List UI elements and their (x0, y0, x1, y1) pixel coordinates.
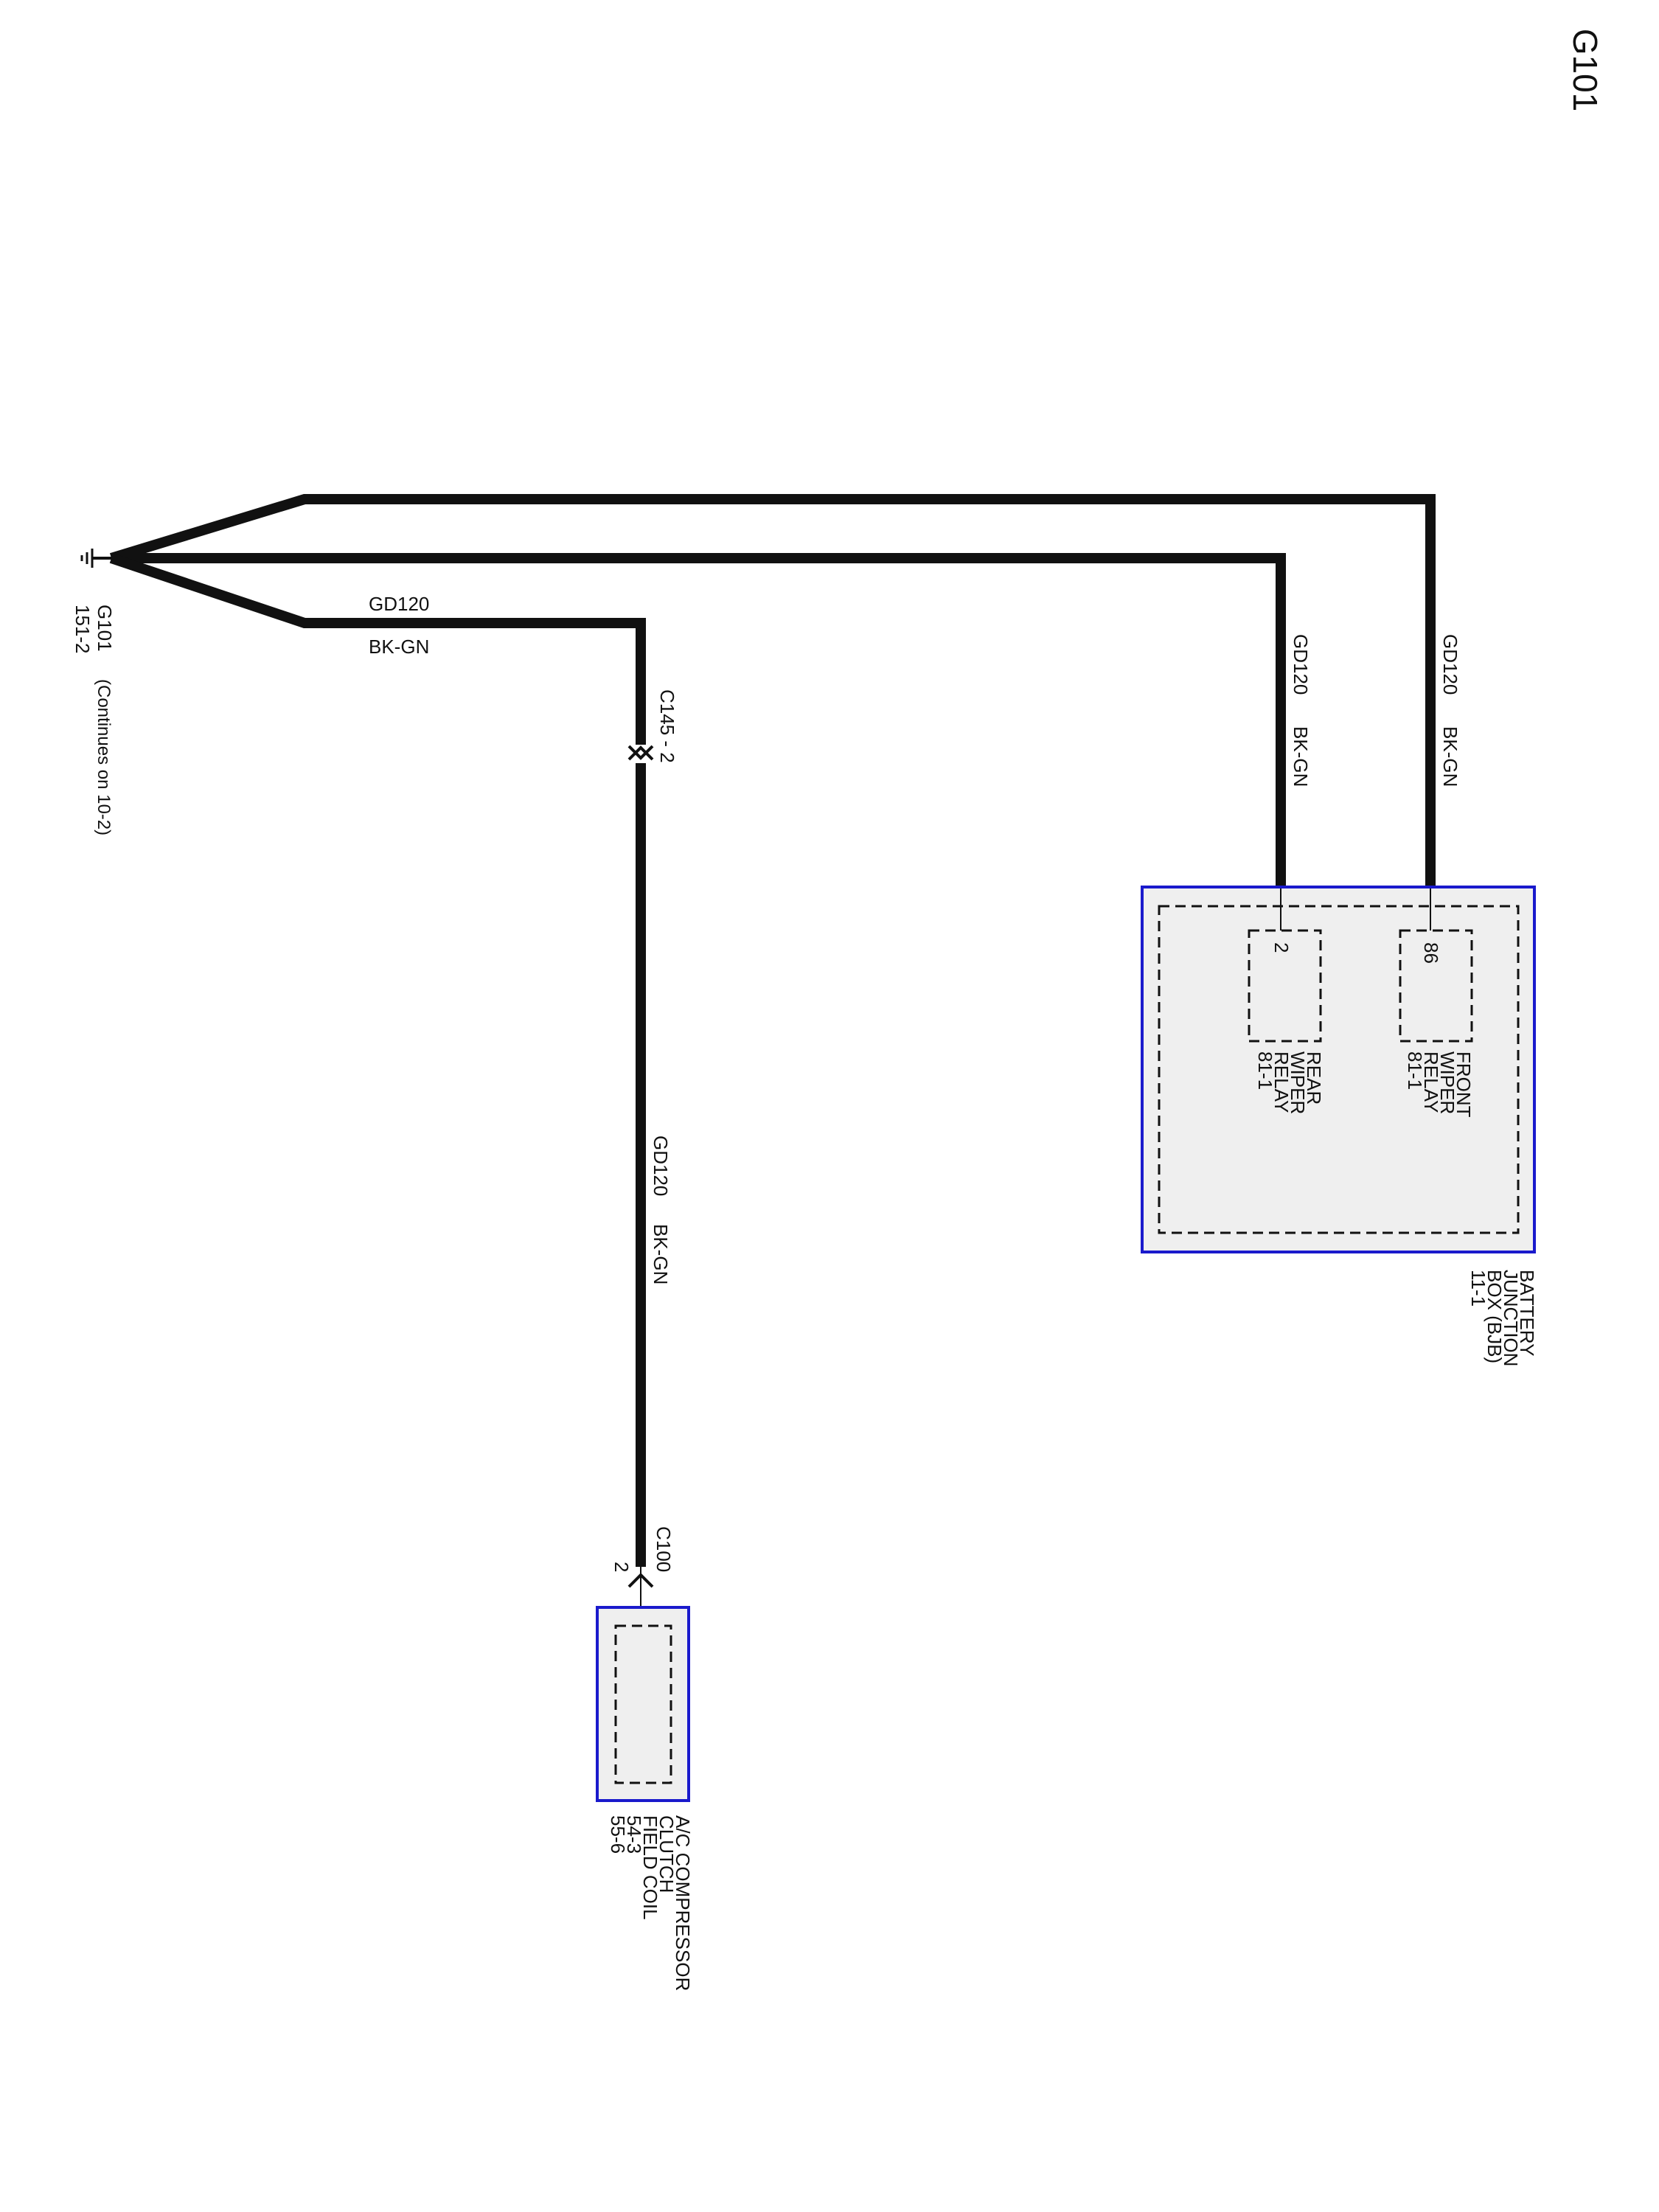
svg-text:WIPER: WIPER (1287, 1051, 1309, 1114)
svg-text:54-3: 54-3 (623, 1815, 645, 1854)
svg-text:JUNCTION: JUNCTION (1500, 1270, 1522, 1366)
rear-wiper-relay (1248, 929, 1322, 1043)
ground-location: 151-2 (72, 605, 94, 654)
svg-text:81-1: 81-1 (1254, 1051, 1276, 1090)
ac-coil-label: A/C COMPRESSOR CLUTCH FIELD COIL 54-3 55… (607, 1815, 694, 1991)
wire-circuit-label-ac: GD120 (650, 1135, 672, 1196)
svg-text:REAR: REAR (1303, 1051, 1325, 1105)
svg-text:55-6: 55-6 (607, 1815, 629, 1854)
svg-text:RELAY: RELAY (1420, 1051, 1442, 1113)
ground-note: (Continues on 10-2) (94, 679, 114, 835)
svg-text:BATTERY: BATTERY (1516, 1270, 1538, 1357)
wire-to-ac-clutch (109, 553, 646, 745)
diagram-title: G101 (1566, 29, 1604, 112)
connector-c145-label: C145 - 2 (656, 689, 678, 763)
front-wiper-relay-label: FRONT WIPER RELAY 81-1 (1404, 1051, 1475, 1118)
svg-text:A/C COMPRESSOR: A/C COMPRESSOR (672, 1815, 694, 1991)
wire-circuit-label-top: GD120 (369, 593, 429, 615)
wire-color-label-top: BK-GN (369, 636, 429, 658)
wire-to-rear-wiper-relay (111, 553, 1286, 888)
svg-text:81-1: 81-1 (1404, 1051, 1426, 1090)
front-relay-pin: 86 (1420, 942, 1442, 964)
svg-text:WIPER: WIPER (1436, 1051, 1458, 1114)
battery-junction-box (1141, 886, 1536, 1253)
ground-symbol (80, 549, 111, 568)
svg-text:CLUTCH: CLUTCH (655, 1815, 678, 1893)
rear-relay-pin: 2 (1270, 942, 1293, 953)
wire-circuit-label-front: GD120 (1439, 634, 1461, 695)
svg-text:FRONT: FRONT (1453, 1051, 1475, 1118)
wire-color-label-rear: BK-GN (1290, 726, 1312, 787)
front-wiper-relay (1399, 929, 1473, 1043)
svg-text:11-1: 11-1 (1467, 1270, 1489, 1307)
ac-compressor-clutch-field-coil (596, 1606, 690, 1802)
ac-coil-inner (614, 1624, 672, 1784)
rear-wiper-relay-label: REAR WIPER RELAY 81-1 (1254, 1051, 1325, 1114)
wire-circuit-label-rear: GD120 (1290, 634, 1312, 695)
wire-to-front-wiper-relay (109, 494, 1436, 888)
ground-name: G101 (94, 605, 116, 652)
svg-text:RELAY: RELAY (1270, 1051, 1293, 1113)
svg-text:FIELD COIL: FIELD COIL (639, 1815, 661, 1920)
svg-text:BOX (BJB): BOX (BJB) (1484, 1270, 1506, 1363)
connector-c145 (627, 745, 654, 761)
wire-color-label-front: BK-GN (1439, 726, 1461, 787)
connector-c100-label: C100 (653, 1526, 675, 1572)
wire-color-label-ac: BK-GN (650, 1224, 672, 1284)
connector-c100-pin: 2 (611, 1562, 633, 1572)
battery-junction-box-inner (1158, 905, 1520, 1234)
bjb-label: BATTERY JUNCTION BOX (BJB) 11-1 (1467, 1270, 1538, 1366)
